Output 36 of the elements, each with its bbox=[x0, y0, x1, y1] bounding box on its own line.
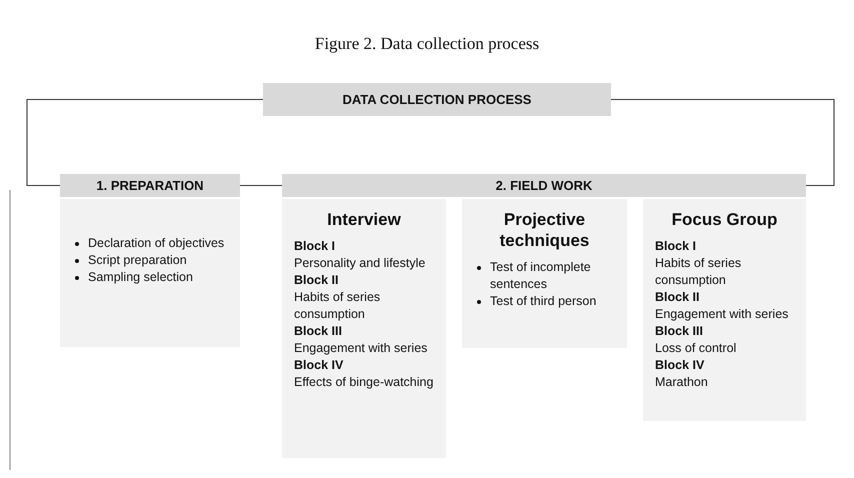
figure-caption: Figure 2. Data collection process bbox=[314, 34, 540, 54]
bullet-item: Test of third person bbox=[490, 294, 596, 308]
block-description: Engagement with series bbox=[655, 306, 790, 323]
bullet-item: Script preparation bbox=[88, 253, 187, 267]
phase-header bbox=[60, 174, 240, 197]
block-label: Block II bbox=[655, 289, 700, 306]
block-description: Habits of series consumption bbox=[294, 289, 382, 323]
card-heading: Focus Group bbox=[670, 209, 778, 230]
block-label: Block IV bbox=[294, 357, 344, 374]
process-title-box bbox=[263, 83, 611, 116]
phase-header bbox=[282, 174, 806, 197]
block-label: Block II bbox=[294, 272, 340, 289]
content-card bbox=[60, 199, 240, 347]
block-label: Block I bbox=[655, 238, 697, 255]
block-description: Effects of binge-watching bbox=[294, 374, 434, 391]
header-text: 2. FIELD WORK bbox=[496, 178, 592, 193]
connector-line bbox=[610, 99, 834, 186]
block-label: Block I bbox=[294, 238, 336, 255]
block-description: Personality and lifestyle bbox=[294, 255, 426, 272]
connector-line bbox=[240, 185, 282, 186]
connector-line bbox=[26, 99, 264, 186]
block-label: Block IV bbox=[655, 357, 706, 374]
block-description: Marathon bbox=[655, 374, 709, 391]
card-heading: Projective techniques bbox=[498, 209, 590, 251]
bullet-item: Declaration of objectives bbox=[88, 236, 224, 250]
header-text: 1. PREPARATION bbox=[96, 178, 204, 193]
header-text: DATA COLLECTION PROCESS bbox=[342, 92, 532, 107]
block-label: Block III bbox=[294, 323, 343, 340]
block-description: Loss of control bbox=[655, 340, 738, 357]
bullet-item: Test of incomplete sentences bbox=[490, 260, 591, 291]
bullet-item: Sampling selection bbox=[88, 270, 193, 284]
card-heading: Interview bbox=[326, 209, 402, 230]
method-card bbox=[462, 199, 627, 348]
block-description: Habits of series consumption bbox=[655, 255, 742, 289]
block-description: Engagement with series bbox=[294, 340, 428, 357]
block-label: Block III bbox=[655, 323, 704, 340]
